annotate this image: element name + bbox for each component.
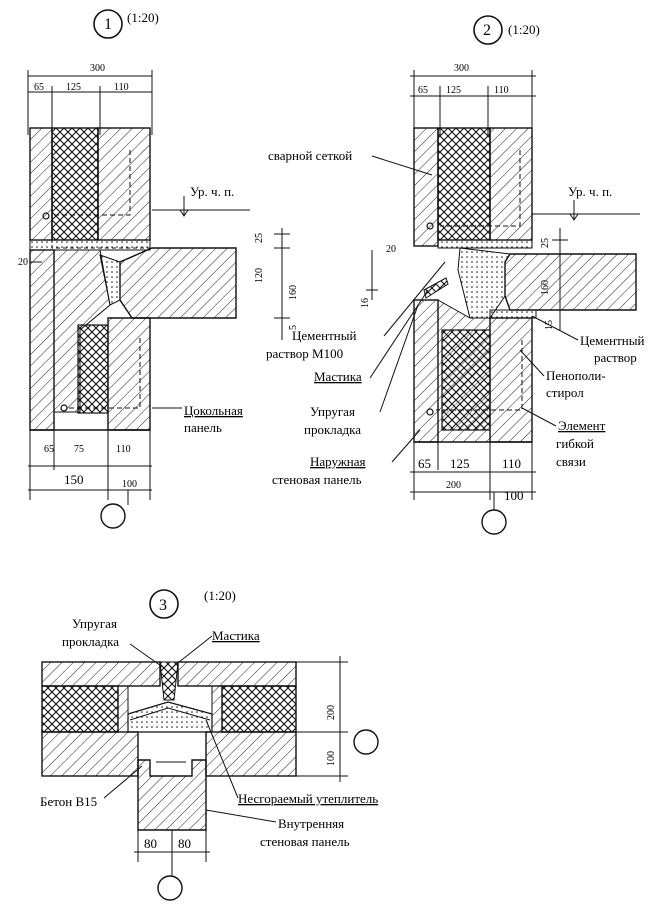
detail-1-dim-300: 300 xyxy=(90,63,105,74)
detail-3-label-gasket: прокладка xyxy=(62,634,119,649)
detail-2-label-element: Элемент xyxy=(558,418,606,433)
detail-1-number: 1 xyxy=(104,16,112,33)
detail-1-marker xyxy=(93,9,123,39)
detail-2-level-label: Ур. ч. п. xyxy=(568,184,612,199)
detail-2-label-eps-1: Пенополи- xyxy=(546,368,606,383)
detail-2-number: 2 xyxy=(483,22,491,39)
detail-1-dim-5: 5 xyxy=(288,325,299,330)
detail-2-label-gasket: прокладка xyxy=(304,422,361,437)
detail-2: 2 (1:20) 300 65 125 110 xyxy=(266,15,644,535)
detail-3-dim-80-left: 80 xyxy=(144,836,157,851)
detail-2-dim-b100: 100 xyxy=(504,488,524,503)
detail-1-dim-b150: 150 xyxy=(64,472,84,487)
detail-2-axis-marker xyxy=(481,509,507,535)
detail-1-dim-b110: 110 xyxy=(116,444,131,455)
detail-1-dim-b65: 65 xyxy=(44,444,54,455)
detail-2-label-tie: связи xyxy=(556,454,586,469)
detail-2-scale: (1:20) xyxy=(508,22,540,37)
detail-2-label-cement: Цементный xyxy=(292,328,356,343)
detail-1-dim-65: 65 xyxy=(34,82,44,93)
detail-2-label-wall-panel: стеновая панель xyxy=(272,472,362,487)
detail-2-label-elastic: Упругая xyxy=(310,404,355,419)
detail-1-dim-125: 125 xyxy=(66,82,81,93)
detail-1-dim-160: 160 xyxy=(288,285,299,300)
detail-3-marker xyxy=(149,589,179,619)
detail-2-dim-b200: 200 xyxy=(446,480,461,491)
detail-2-dim-20: 20 xyxy=(386,244,396,255)
detail-3: 3 (1:20) 200 100 Упругая п xyxy=(40,588,379,901)
detail-2-dim-125: 125 xyxy=(446,85,461,96)
detail-2-label-weld-mesh: сварной сеткой xyxy=(268,148,352,163)
detail-2-dim-b125: 125 xyxy=(450,456,470,471)
detail-2-label-eps-2: стирол xyxy=(546,385,584,400)
detail-2-dim-65: 65 xyxy=(418,85,428,96)
detail-3-label-wall-panel: стеновая панель xyxy=(260,834,350,849)
detail-2-dim-b110: 110 xyxy=(502,456,521,471)
detail-2-label-flexible: гибкой xyxy=(556,436,594,451)
detail-2-label-mortar-r: раствор xyxy=(594,350,637,365)
detail-1-label-socle: Цокольная xyxy=(184,403,243,418)
detail-2-dim-25: 25 xyxy=(540,238,551,248)
detail-1-level-label: Ур. ч. п. xyxy=(190,184,234,199)
detail-1-dim-25: 25 xyxy=(254,233,265,243)
detail-2-label-outer: Наружная xyxy=(310,454,366,469)
detail-2-dim-16: 16 xyxy=(360,298,371,308)
detail-3-label-inner: Внутренняя xyxy=(278,816,344,831)
detail-3-dim-100: 100 xyxy=(326,751,337,766)
detail-3-dim-200: 200 xyxy=(326,705,337,720)
detail-1-dim-110: 110 xyxy=(114,82,129,93)
detail-1-dim-120: 120 xyxy=(254,268,265,283)
detail-3-label-insulation: Несгораемый утеплитель xyxy=(238,791,378,806)
detail-1-dim-20: 20 xyxy=(18,257,28,268)
detail-1-axis-marker xyxy=(100,503,126,529)
detail-3-dim-80-right: 80 xyxy=(178,836,191,851)
detail-1-scale: (1:20) xyxy=(127,10,159,25)
detail-3-label-concrete: Бетон В15 xyxy=(40,794,97,809)
detail-3-label-mastic: Мастика xyxy=(212,628,260,643)
detail-3-number: 3 xyxy=(159,597,167,614)
detail-2-dim-160: 160 xyxy=(540,280,551,295)
detail-2-dim-b65: 65 xyxy=(418,456,431,471)
detail-3-axis-marker-bottom xyxy=(157,875,183,901)
detail-1: 1 (1:20) 300 65 125 110 xyxy=(18,9,299,529)
detail-1-label-panel: панель xyxy=(184,420,222,435)
detail-2-dim-110: 110 xyxy=(494,85,509,96)
detail-3-axis-marker-right xyxy=(353,729,379,755)
detail-3-label-elastic: Упругая xyxy=(72,616,117,631)
detail-1-dim-b75: 75 xyxy=(74,444,84,455)
detail-1-dim-b100: 100 xyxy=(122,479,137,490)
detail-2-label-cement-r: Цементный xyxy=(580,333,644,348)
detail-2-label-mastic: Мастика xyxy=(314,369,362,384)
detail-2-label-mortar-m100: раствор М100 xyxy=(266,346,343,361)
detail-2-marker xyxy=(473,15,503,45)
detail-3-scale: (1:20) xyxy=(204,588,236,603)
detail-2-dim-300: 300 xyxy=(454,63,469,74)
